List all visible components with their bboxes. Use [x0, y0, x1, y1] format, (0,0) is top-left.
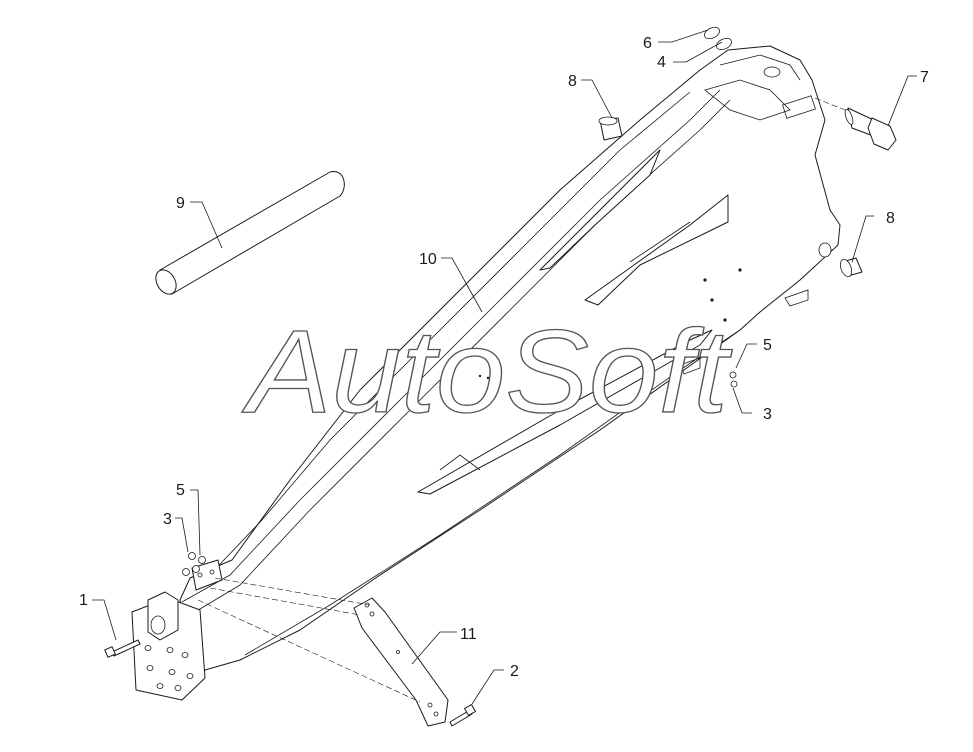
callout-5-left: 5 — [176, 482, 185, 499]
callout-8-right: 8 — [886, 210, 895, 227]
boom-arm — [179, 45, 841, 673]
callout-3-left: 3 — [163, 511, 172, 528]
callout-1: 1 — [79, 592, 88, 609]
callout-labels: 1 2 3 3 4 5 5 6 7 8 8 9 10 11 — [79, 35, 929, 680]
callout-3-right: 3 — [763, 406, 772, 423]
support-bracket — [353, 597, 449, 727]
bolt-2 — [449, 704, 476, 727]
callout-4: 4 — [657, 54, 666, 71]
nuts-washers-right — [708, 362, 738, 388]
bushing-top — [598, 116, 623, 141]
callout-5-right: 5 — [763, 337, 772, 354]
leader-lines — [92, 29, 917, 705]
callout-6: 6 — [643, 35, 652, 52]
shaft — [155, 171, 345, 295]
callout-7: 7 — [920, 69, 929, 86]
nuts-washers-left — [182, 552, 206, 576]
assembly-lines — [197, 97, 851, 703]
pivot-pin — [844, 107, 897, 151]
bushing-right — [839, 257, 863, 278]
callout-2: 2 — [510, 663, 519, 680]
callout-8-top: 8 — [568, 73, 577, 90]
bolt-1 — [104, 639, 141, 658]
callout-10: 10 — [419, 251, 437, 268]
base-mounting-plate — [131, 591, 206, 701]
watermark: AutoSoft — [242, 306, 733, 438]
callout-11: 11 — [460, 626, 477, 643]
callout-9: 9 — [176, 195, 185, 212]
ring-washers — [704, 26, 732, 51]
